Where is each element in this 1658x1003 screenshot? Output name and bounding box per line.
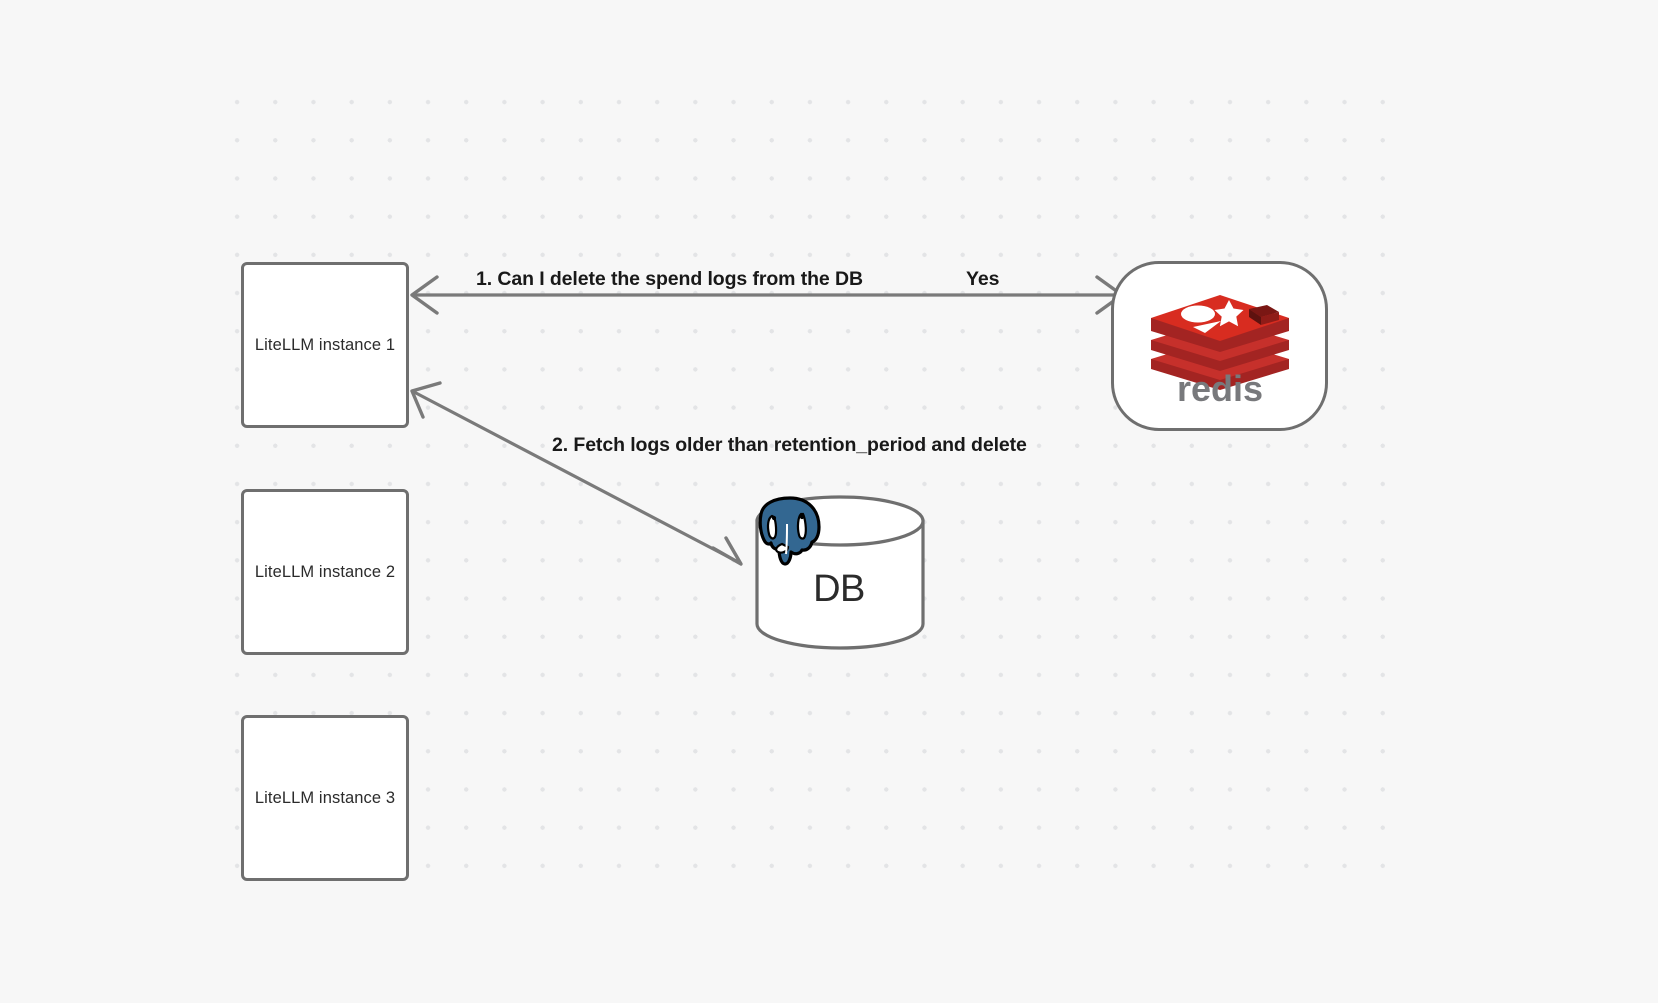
node-litellm-instance-3[interactable]: LiteLLM instance 3 [241, 715, 409, 881]
db-label: DB [813, 568, 865, 610]
node-label: LiteLLM instance 1 [254, 335, 396, 354]
edge-db-to-litellm1 [410, 381, 743, 566]
node-redis[interactable]: redis [1111, 261, 1328, 431]
edge-label-step-1: 1. Can I delete the spend logs from the … [476, 268, 863, 290]
postgresql-elephant-icon [758, 496, 821, 566]
node-label: LiteLLM instance 2 [254, 562, 396, 581]
node-label: LiteLLM instance 3 [254, 788, 396, 807]
node-litellm-instance-1[interactable]: LiteLLM instance 1 [241, 262, 409, 428]
svg-text:redis: redis [1176, 368, 1262, 405]
edge-label-step-2: 2. Fetch logs older than retention_perio… [552, 434, 1027, 456]
db-logo-row: DB [754, 494, 926, 651]
node-litellm-instance-2[interactable]: LiteLLM instance 2 [241, 489, 409, 655]
edge-label-yes: Yes [966, 268, 1000, 290]
node-database[interactable]: DB [754, 494, 926, 651]
redis-logo-icon: redis [1150, 295, 1289, 405]
